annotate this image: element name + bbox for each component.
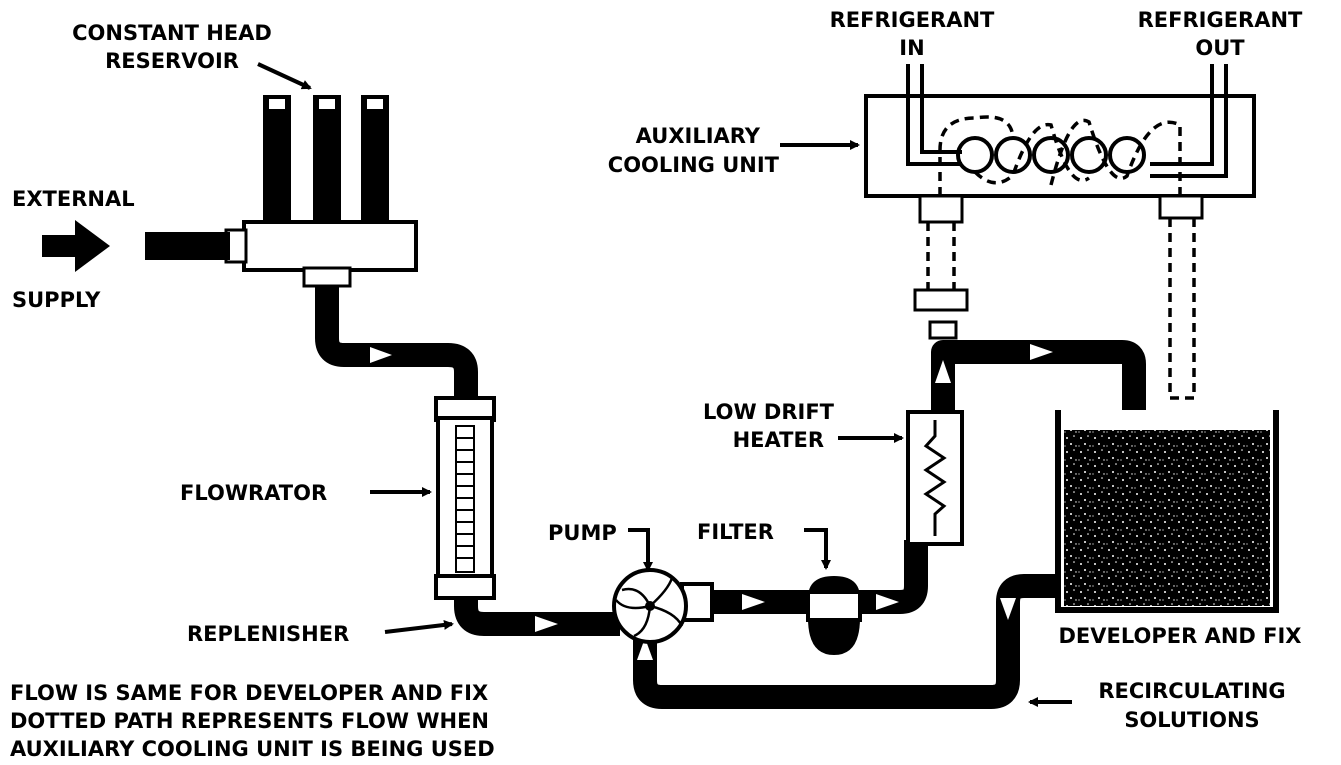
note-line-2: DOTTED PATH REPRESENTS FLOW WHEN bbox=[10, 709, 489, 733]
label-solutions: SOLUTIONS bbox=[1124, 708, 1259, 732]
leader-lines bbox=[257, 62, 1072, 707]
label-cooling-unit: COOLING UNIT bbox=[608, 153, 780, 177]
dotted-cooling-path bbox=[913, 218, 1196, 400]
label-heater: HEATER bbox=[733, 428, 824, 452]
pump bbox=[612, 568, 714, 644]
label-refrigerant-out-1: REFRIGERANT bbox=[1138, 8, 1303, 32]
note-line-1: FLOW IS SAME FOR DEVELOPER AND FIX bbox=[10, 681, 488, 705]
recirculation-pipe bbox=[633, 574, 1060, 709]
label-refrigerant-in-1: REFRIGERANT bbox=[830, 8, 995, 32]
label-constant-head: CONSTANT HEAD bbox=[72, 21, 272, 45]
developer-and-fix-tank bbox=[1055, 410, 1279, 613]
label-filter: FILTER bbox=[697, 520, 774, 544]
low-drift-heater bbox=[906, 410, 964, 546]
replenisher-pipe bbox=[315, 286, 478, 410]
label-developer-and-fix: DEVELOPER AND FIX bbox=[1059, 624, 1302, 648]
label-flowrator: FLOWRATOR bbox=[180, 481, 327, 505]
filter bbox=[806, 576, 862, 655]
label-low-drift: LOW DRIFT bbox=[703, 400, 835, 424]
pipe-pump-to-heater bbox=[700, 540, 928, 614]
label-external: EXTERNAL bbox=[12, 187, 135, 211]
constant-head-reservoir bbox=[224, 95, 418, 288]
note-line-3: AUXILIARY COOLING UNIT IS BEING USED bbox=[10, 737, 495, 761]
label-supply: SUPPLY bbox=[12, 288, 101, 312]
auxiliary-cooling-unit bbox=[864, 64, 1256, 224]
label-replenisher: REPLENISHER bbox=[187, 622, 349, 646]
flowrator bbox=[434, 396, 496, 600]
label-refrigerant-in-2: IN bbox=[899, 36, 924, 60]
label-auxiliary: AUXILIARY bbox=[636, 124, 761, 148]
label-refrigerant-out-2: OUT bbox=[1195, 36, 1245, 60]
label-pump: PUMP bbox=[548, 521, 617, 545]
pipe-flowrator-to-pump bbox=[454, 594, 620, 636]
pipe-heater-to-tank bbox=[931, 340, 1146, 412]
external-supply-inlet bbox=[42, 220, 230, 272]
label-recirculating: RECIRCULATING bbox=[1098, 679, 1285, 703]
label-reservoir: RESERVOIR bbox=[105, 49, 239, 73]
